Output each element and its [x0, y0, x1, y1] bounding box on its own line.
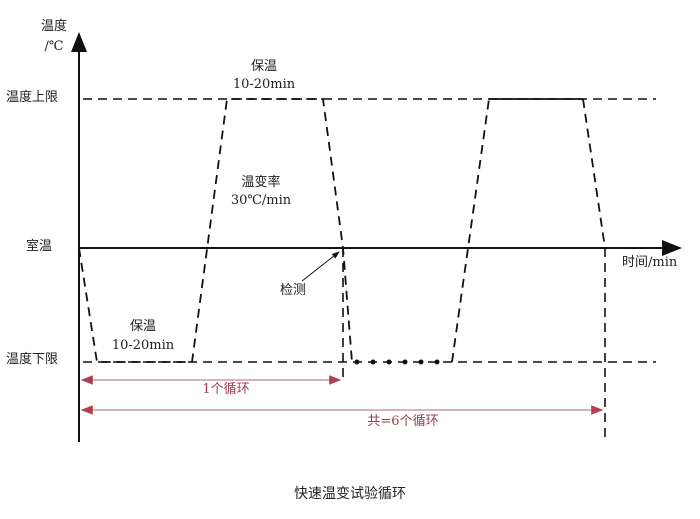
rate-title: 温变率 [241, 175, 281, 190]
figure-caption: 快速温变试验循环 [294, 486, 406, 502]
detect-pointer [301, 251, 340, 282]
lower-limit-label: 温度下限 [6, 352, 59, 367]
hold-bottom-title: 保温 [129, 319, 157, 334]
upper-limit-label: 温度上限 [6, 90, 59, 105]
last-cycle-down [582, 98, 606, 249]
detect-label: 检测 [279, 283, 307, 298]
one-cycle-label: 1个循环 [202, 382, 250, 397]
rate-value: 30℃/min [230, 193, 292, 208]
room-temp-label: 室温 [26, 239, 53, 254]
hold-top-title: 保温 [250, 59, 278, 74]
y-axis-label: 温度 [40, 19, 68, 34]
repeat-dots [354, 359, 440, 365]
last-cycle-up [451, 98, 490, 363]
y-axis-unit: /℃ [44, 39, 64, 54]
hold-top-time: 10-20min [232, 77, 296, 92]
x-axis-label: 时间/min [622, 255, 678, 270]
cycle-1-profile [78, 98, 353, 363]
hold-bottom-time: 10-20min [111, 338, 175, 353]
total-cycles-label: 共=6个循环 [367, 414, 439, 429]
